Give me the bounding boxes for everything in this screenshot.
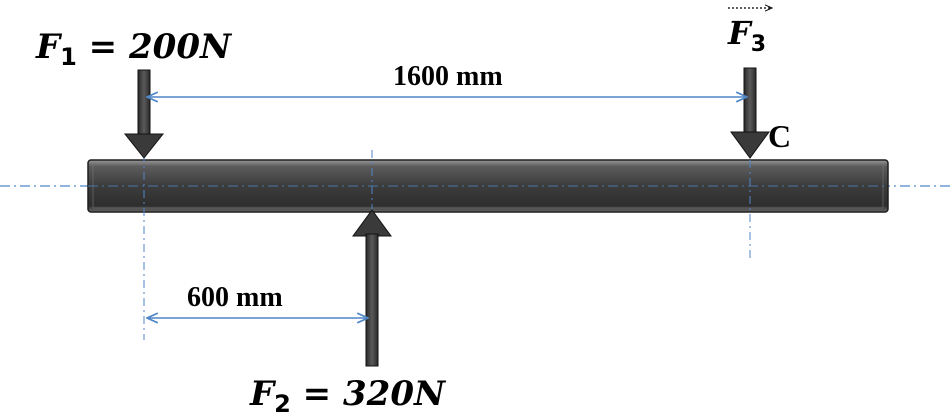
force-arrow-f3 xyxy=(730,67,770,159)
dimension-label-600: 600 mm xyxy=(187,282,283,313)
dimension-label-1600: 1600 mm xyxy=(393,61,503,92)
point-label-c: C xyxy=(768,118,791,154)
force-arrow-f2 xyxy=(352,209,392,367)
force-label-f1: F1 = 200N xyxy=(35,27,233,71)
svg-text:F3: F3 xyxy=(727,14,766,57)
force-arrow-f1 xyxy=(123,69,165,159)
beam xyxy=(87,159,889,213)
force-label-f2: F2 = 320N xyxy=(249,374,447,418)
force-label-f3: F3 xyxy=(727,8,772,57)
